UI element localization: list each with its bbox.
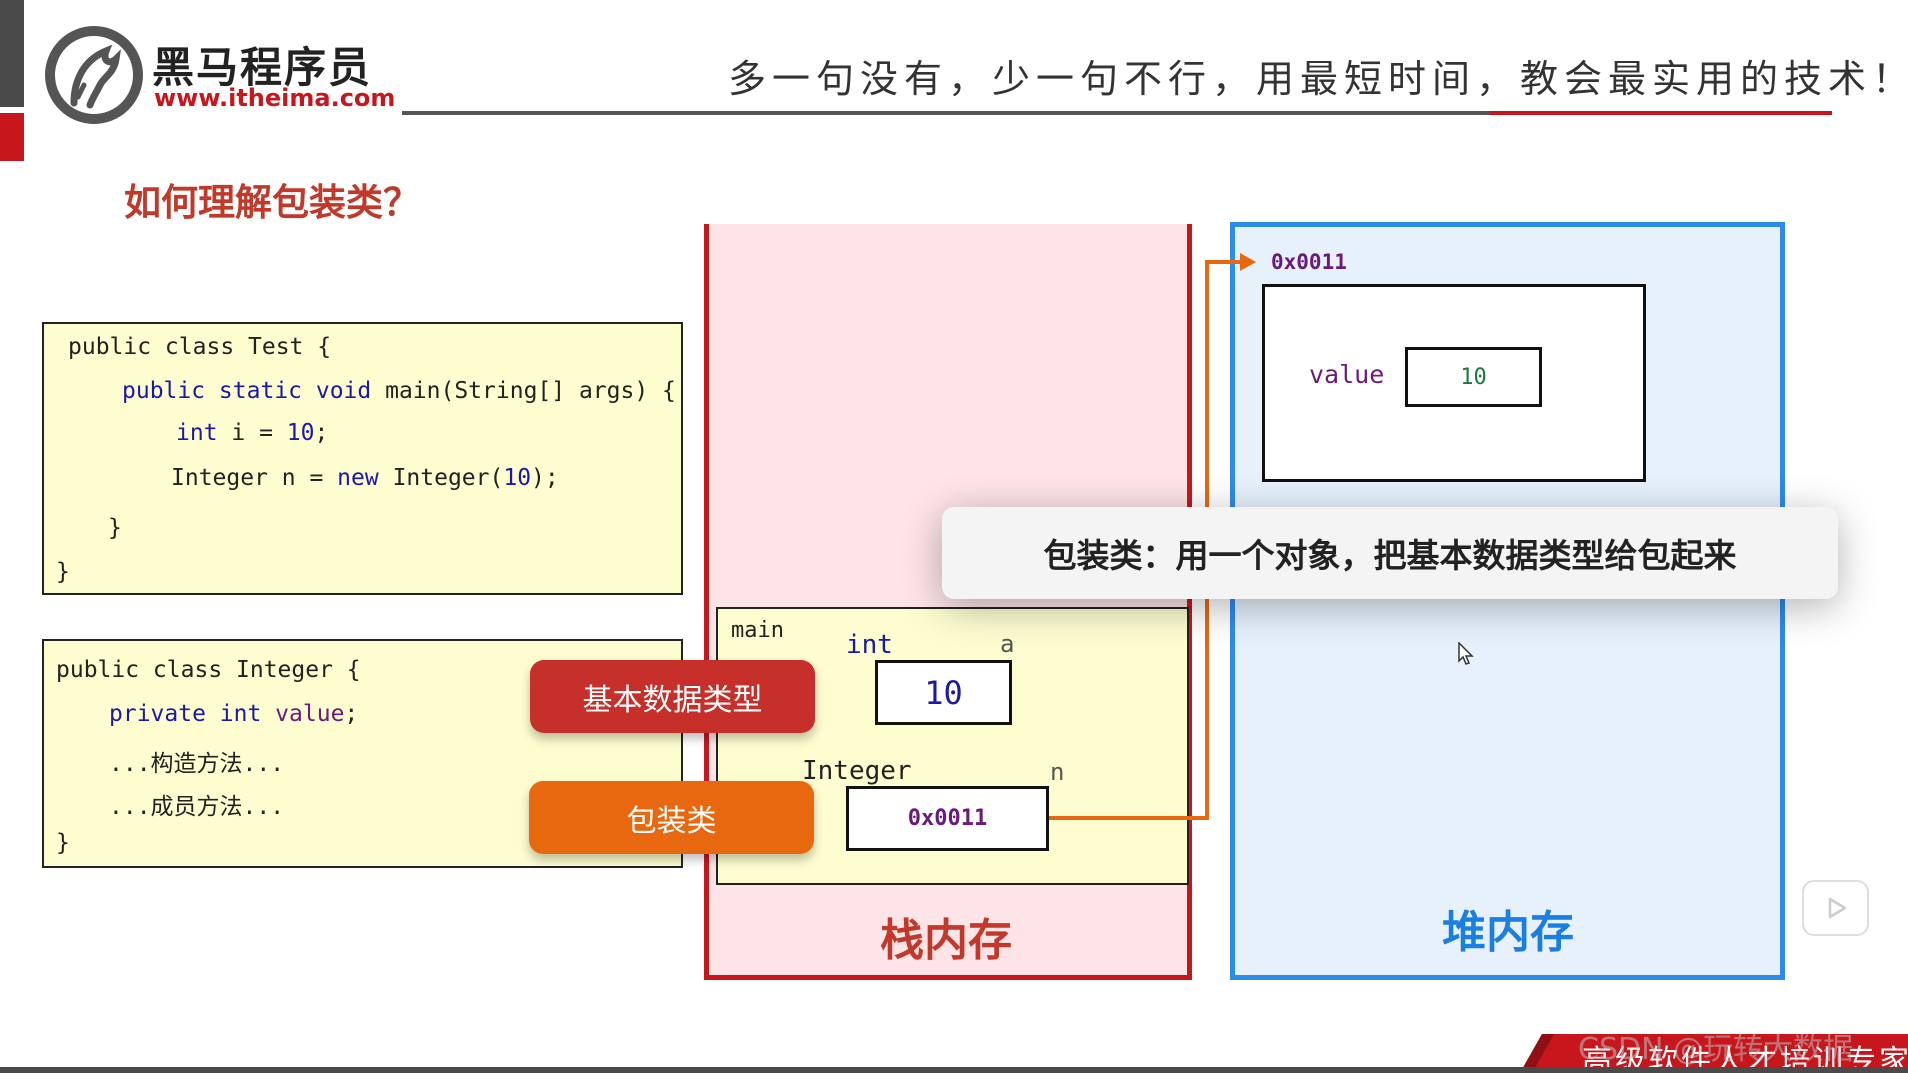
code-line: ...构造方法...: [109, 744, 284, 778]
int-value-box: 10: [875, 660, 1012, 725]
header-divider-dark: [402, 111, 1490, 115]
page-title: 如何理解包装类？: [124, 181, 420, 224]
field-value: 10: [1460, 364, 1487, 390]
code-text: );: [531, 465, 559, 491]
code-text: Integer n =: [171, 465, 338, 491]
ref-value: 0x0011: [907, 806, 988, 831]
code-line: Integer n = new Integer(10);: [171, 465, 559, 491]
ref-var-label: n: [1050, 758, 1065, 786]
heap-address: 0x0011: [1271, 250, 1347, 274]
code-keyword: new: [337, 465, 379, 491]
code-text: Integer(: [378, 465, 504, 491]
code-line: public class Integer {: [56, 657, 361, 683]
int-type-label: int: [846, 630, 893, 660]
field-name: value: [1309, 360, 1385, 389]
pill-label: 包装类: [626, 803, 717, 839]
code-line: }: [56, 559, 70, 585]
play-button[interactable]: [1802, 880, 1869, 936]
code-number: 10: [286, 420, 315, 446]
code-text: i =: [217, 420, 287, 446]
code-keyword: public static void: [122, 378, 372, 404]
code-text: }: [56, 559, 70, 585]
wrapper-class-pill: 包装类: [529, 781, 814, 854]
play-icon: [1828, 897, 1846, 919]
code-box-test: public class Test { public static void m…: [42, 322, 683, 595]
cursor-icon: [1458, 642, 1474, 665]
code-keyword: int: [176, 420, 218, 446]
code-text: public class: [56, 657, 223, 683]
code-number: 10: [503, 465, 532, 491]
brand-name: 黑马程序员: [152, 43, 373, 92]
edge-accent-dark: [0, 0, 24, 107]
heap-memory-label: 堆内存: [1442, 907, 1574, 958]
bottom-bar: [0, 1067, 1908, 1073]
footer-banner: [1520, 1034, 1908, 1073]
code-line: }: [56, 830, 70, 856]
brand-url: www.itheima.com: [154, 84, 396, 112]
code-text: ;: [314, 420, 329, 446]
code-text: ;: [344, 701, 359, 727]
definition-tooltip: 包装类：用一个对象，把基本数据类型给包起来: [942, 507, 1838, 599]
ref-type-label: Integer: [802, 756, 912, 786]
watermark: CSDN @玩转大数据: [1578, 1032, 1854, 1067]
pill-label: 基本数据类型: [582, 682, 763, 718]
stack-memory-label: 栈内存: [880, 915, 1012, 966]
code-line: ...成员方法...: [109, 787, 284, 821]
code-line: public class Test {: [68, 334, 331, 360]
code-line: }: [108, 515, 122, 541]
ref-value-box: 0x0011: [846, 786, 1049, 851]
primitive-type-pill: 基本数据类型: [530, 660, 815, 733]
frame-name: main: [731, 618, 784, 643]
code-text: public class Test {: [68, 334, 332, 360]
slogan: 多一句没有，少一句不行，用最短时间，教会最实用的技术！: [728, 57, 1908, 101]
code-line: int i = 10;: [176, 420, 328, 446]
code-line: private int value;: [109, 701, 358, 727]
int-var-label: a: [1000, 630, 1015, 658]
header-divider-red: [1490, 111, 1832, 115]
code-text: }: [108, 515, 122, 541]
arrow-right-icon: [1240, 253, 1256, 271]
edge-accent-red: [0, 113, 24, 161]
code-identifier: value: [261, 701, 345, 727]
field-value-box: 10: [1405, 347, 1542, 407]
horse-logo-icon: [44, 25, 144, 125]
code-text: ...构造方法...: [109, 751, 285, 777]
code-text: }: [56, 830, 70, 856]
code-text: ...成员方法...: [109, 794, 285, 820]
code-text: Integer {: [222, 657, 361, 683]
int-value: 10: [924, 673, 963, 712]
code-text: main(String[] args) {: [371, 378, 676, 404]
code-line: public static void main(String[] args) {: [122, 378, 676, 404]
code-keyword: private int: [109, 701, 262, 727]
